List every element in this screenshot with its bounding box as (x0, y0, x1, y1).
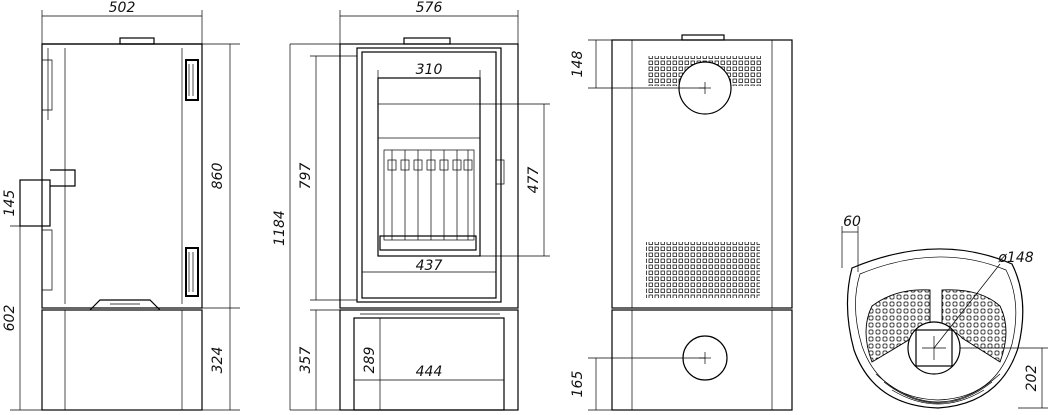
top-flue-depth-label: 202 (1024, 365, 1040, 392)
rear-view: 148 165 (570, 34, 793, 411)
top-flue-diameter-label: ø148 (997, 250, 1033, 266)
front-window-height-label: 477 (526, 167, 542, 194)
front-niche-height-label: 289 (362, 347, 378, 374)
rear-top-outlet-label: 148 (570, 51, 586, 78)
top-view: 60 ø148 202 (841, 214, 1048, 409)
front-niche-width-label: 444 (416, 364, 443, 380)
front-view: 576 310 477 437 1184 797 357 289 444 (272, 0, 550, 411)
rear-bottom-outlet-label: 165 (570, 371, 586, 398)
side-base-total-label: 602 (2, 305, 18, 332)
side-base-height-label: 324 (210, 347, 226, 374)
side-view: 502 860 324 145 602 (2, 0, 240, 411)
side-height-label: 860 (210, 163, 226, 190)
top-offset-label: 60 (843, 214, 861, 230)
front-base-height-label: 357 (298, 347, 314, 374)
firebox-grate (379, 149, 477, 251)
front-window-top-label: 310 (416, 62, 443, 78)
front-window-bottom-label: 437 (416, 258, 443, 274)
front-total-height-label: 1184 (272, 210, 288, 246)
front-width-label: 576 (416, 0, 443, 16)
side-width-label: 502 (109, 0, 136, 16)
front-door-height-label: 797 (298, 163, 314, 190)
side-outlet-height-label: 145 (2, 190, 18, 217)
